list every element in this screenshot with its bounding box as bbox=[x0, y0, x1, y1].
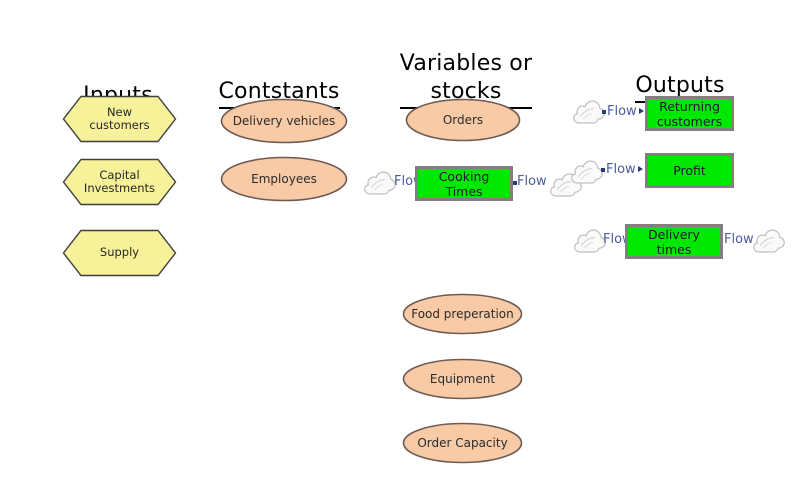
variable-node-food-preperation[interactable]: Food preperation bbox=[402, 293, 523, 335]
input-node-supply[interactable]: Supply bbox=[62, 229, 177, 277]
variable-label-order-capacity: Order Capacity bbox=[417, 436, 508, 450]
column-heading-outputs: Outputs bbox=[600, 44, 760, 103]
cloud-profit-source[interactable] bbox=[570, 159, 604, 185]
input-label-supply: Supply bbox=[99, 245, 140, 260]
flow-label-returning-in: Flow bbox=[607, 104, 637, 119]
constant-node-employees[interactable]: Employees bbox=[220, 156, 348, 202]
cloud-cooking-source[interactable] bbox=[363, 170, 397, 196]
cloud-icon bbox=[364, 171, 396, 195]
stock-node-profit[interactable]: Profit bbox=[645, 153, 734, 188]
stock-node-cooking-times[interactable]: Cooking Times bbox=[415, 166, 513, 201]
stock-label-cooking-times: Cooking Times bbox=[438, 168, 490, 199]
variable-node-orders[interactable]: Orders bbox=[405, 98, 521, 142]
variable-node-order-capacity[interactable]: Order Capacity bbox=[402, 422, 523, 464]
cloud-icon bbox=[571, 160, 603, 184]
constant-node-delivery-vehicles[interactable]: Delivery vehicles bbox=[220, 98, 348, 144]
constant-label-delivery-vehicles: Delivery vehicles bbox=[232, 114, 336, 128]
ellipse-shape bbox=[402, 293, 523, 335]
cloud-delivery-source[interactable] bbox=[573, 228, 607, 254]
ellipse-shape bbox=[402, 422, 523, 464]
flow-arrow-icon bbox=[639, 108, 644, 114]
constant-label-employees: Employees bbox=[251, 172, 317, 186]
column-heading-variables: Variables or stocks bbox=[376, 22, 556, 109]
ellipse-shape bbox=[220, 98, 348, 144]
stock-label-delivery-times: Delivery times bbox=[648, 226, 700, 257]
ellipse-shape bbox=[402, 358, 523, 400]
stock-label-profit: Profit bbox=[673, 163, 706, 178]
flow-arrow-icon bbox=[638, 166, 643, 172]
cloud-icon bbox=[573, 100, 605, 124]
stock-node-delivery-times[interactable]: Delivery times bbox=[625, 224, 723, 259]
flow-connector-square bbox=[601, 168, 605, 172]
cloud-icon bbox=[574, 229, 606, 253]
input-label-new-customers: New customers bbox=[89, 104, 150, 132]
cloud-icon bbox=[753, 229, 785, 253]
variable-label-equipment: Equipment bbox=[429, 372, 496, 386]
cloud-delivery-sink[interactable] bbox=[752, 228, 786, 254]
stock-label-returning-customers: Returning customers bbox=[656, 98, 723, 129]
hexagon-shape bbox=[62, 229, 177, 277]
flow-label-delivery-out: Flow bbox=[724, 232, 754, 247]
cloud-returning-source[interactable] bbox=[572, 99, 606, 125]
flow-connector-square bbox=[602, 110, 606, 114]
hexagon-shape bbox=[62, 158, 177, 206]
flow-connector-square bbox=[513, 181, 517, 185]
input-node-new-customers[interactable]: New customers bbox=[62, 95, 177, 143]
input-node-capital-investments[interactable]: Capital Investments bbox=[62, 158, 177, 206]
variable-label-orders: Orders bbox=[442, 113, 484, 127]
flow-label-cooking-out: Flow bbox=[517, 174, 547, 189]
flow-label-profit-in: Flow bbox=[606, 162, 636, 177]
hexagon-shape bbox=[62, 95, 177, 143]
variable-node-equipment[interactable]: Equipment bbox=[402, 358, 523, 400]
stock-node-returning-customers[interactable]: Returning customers bbox=[645, 96, 734, 131]
ellipse-shape bbox=[220, 156, 348, 202]
input-label-capital-investments: Capital Investments bbox=[83, 167, 156, 195]
variable-label-food-preperation: Food preperation bbox=[411, 307, 514, 321]
ellipse-shape bbox=[405, 98, 521, 142]
